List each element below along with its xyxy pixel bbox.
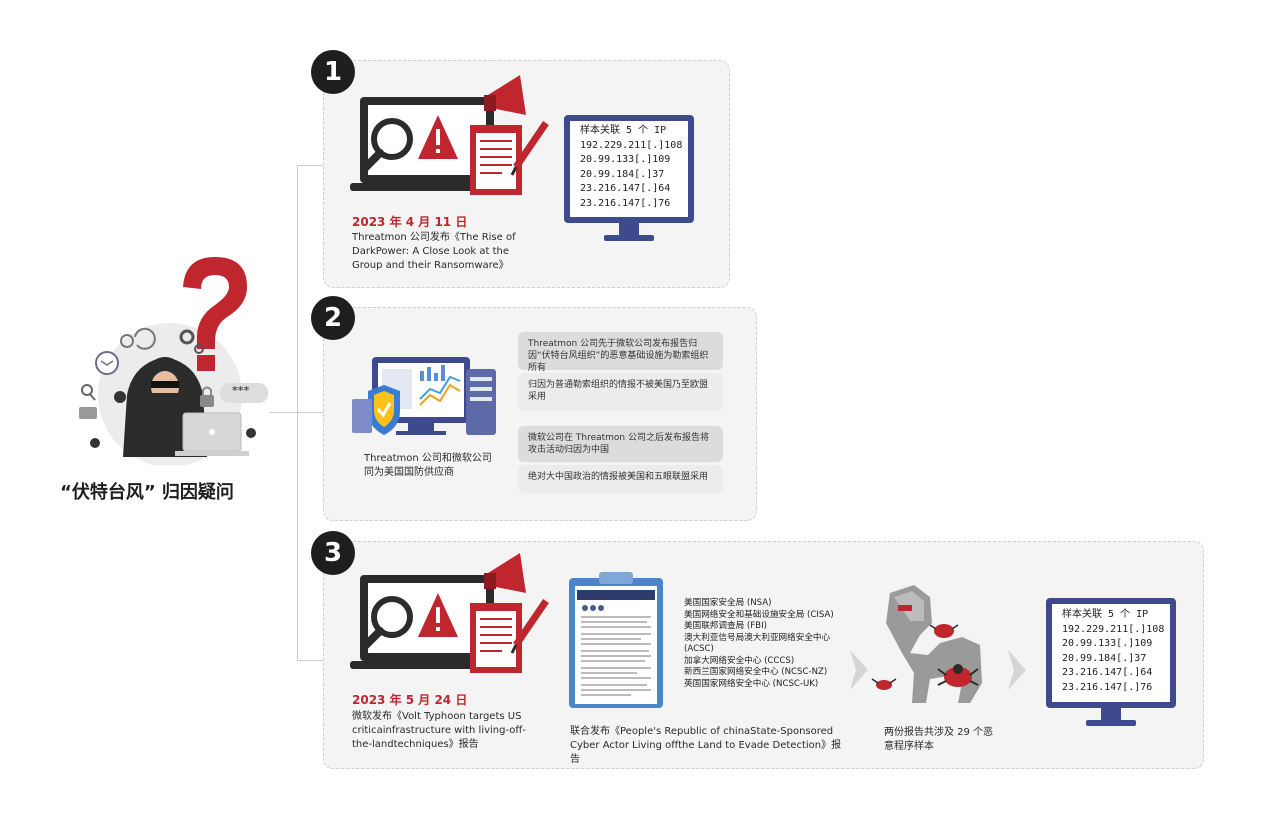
dashboard-icon [350,355,500,440]
step2-caption: Threatmon 公司和微软公司同为美国国防供应商 [364,453,492,478]
connector-2 [270,412,323,413]
ip-item: 20.99.184[.]37 [1062,652,1147,664]
laptop-warning-icon [350,75,560,200]
ip-item: 20.99.133[.]109 [1062,638,1153,649]
connector-1 [297,165,323,166]
agency-item: 加拿大网络安全中心 (CCCS) [684,655,795,666]
hacker-icon [79,257,268,467]
step1-ip-monitor [564,115,694,247]
ip-item: 23.216.147[.]64 [580,183,671,194]
hacker-illustration [65,245,275,467]
ip-item: 23.216.147[.]76 [1062,681,1153,693]
step3-date: 2023 年 5 月 24 日 [352,693,468,707]
step1-date: 2023 年 4 月 11 日 [352,215,468,229]
ip-item: 20.99.184[.]37 [580,168,665,180]
bug-icon [937,664,979,687]
ip-item: 192.229.211[.]108 [1062,623,1165,635]
step2-box1-dark: Threatmon 公司先于微软公司发布报告归因“伏特台风组织”的恶意基础设施为… [518,332,723,373]
step3-caption: 微软发布《Volt Typhoon targets US criticainfr… [352,711,526,750]
agency-item: 英国国家网络安全中心 (NCSC-UK) [684,678,819,689]
agency-item: 澳大利亚信号局澳大利亚网络安全中心 (ACSC) [684,632,831,655]
step3-ip-monitor [1046,598,1176,732]
agency-item: 美国国家安全局 (NSA) [684,598,772,608]
malware-caption: 两份报告共涉及 29 个恶意程序样本 [884,727,994,752]
chat-bubble-text: *** [232,384,250,397]
agency-item: 美国联邦调查局 (FBI) [684,621,767,631]
step3-badge: 3 [311,531,355,575]
ip-title: 样本关联 5 个 IP [1062,609,1149,620]
step1-ip-list: 样本关联 5 个 IP 192.229.211[.]108 20.99.133[… [580,124,682,211]
step2-box1-light: 归因为普通勒索组织的情报不被美国乃至欧盟采用 [518,373,723,411]
ip-item: 192.229.211[.]108 [580,139,683,151]
agency-list: 美国国家安全局 (NSA) 美国网络安全和基础设施安全局 (CISA) 美国联邦… [684,598,844,690]
step2-box2-light: 绝对大中国政治的情报被美国和五眼联盟采用 [518,465,723,493]
step3-ip-list: 样本关联 5 个 IP 192.229.211[.]108 20.99.133[… [1062,608,1164,695]
joint-report-caption: 联合发布《People's Republic of chinaState-Spo… [570,726,842,765]
ip-item: 23.216.147[.]76 [580,197,671,209]
connector-3 [297,660,323,661]
step2-box2-dark: 微软公司在 Threatmon 公司之后发布报告将攻击活动归因为中国 [518,426,723,462]
ip-item: 23.216.147[.]64 [1062,667,1153,678]
ip-title: 样本关联 5 个 IP [580,125,667,136]
arrow-right-icon [1006,648,1028,696]
agency-item: 美国网络安全和基础设施安全局 (CISA) [684,609,834,620]
arrow-right-icon [848,648,870,696]
main-title: “伏特台风” 归因疑问 [60,482,234,503]
agency-item: 新西兰国家网络安全中心 (NCSC-NZ) [684,667,828,677]
laptop-warning-icon-2 [350,553,560,678]
connector-vertical [297,165,298,661]
ip-item: 20.99.133[.]109 [580,154,671,165]
step2-badge: 2 [311,296,355,340]
report-clipboard-icon [567,570,665,710]
step1-caption: Threatmon 公司发布《The Rise of DarkPower: A … [352,232,516,271]
step1-badge: 1 [311,50,355,94]
trojan-horse-icon [870,583,1010,708]
